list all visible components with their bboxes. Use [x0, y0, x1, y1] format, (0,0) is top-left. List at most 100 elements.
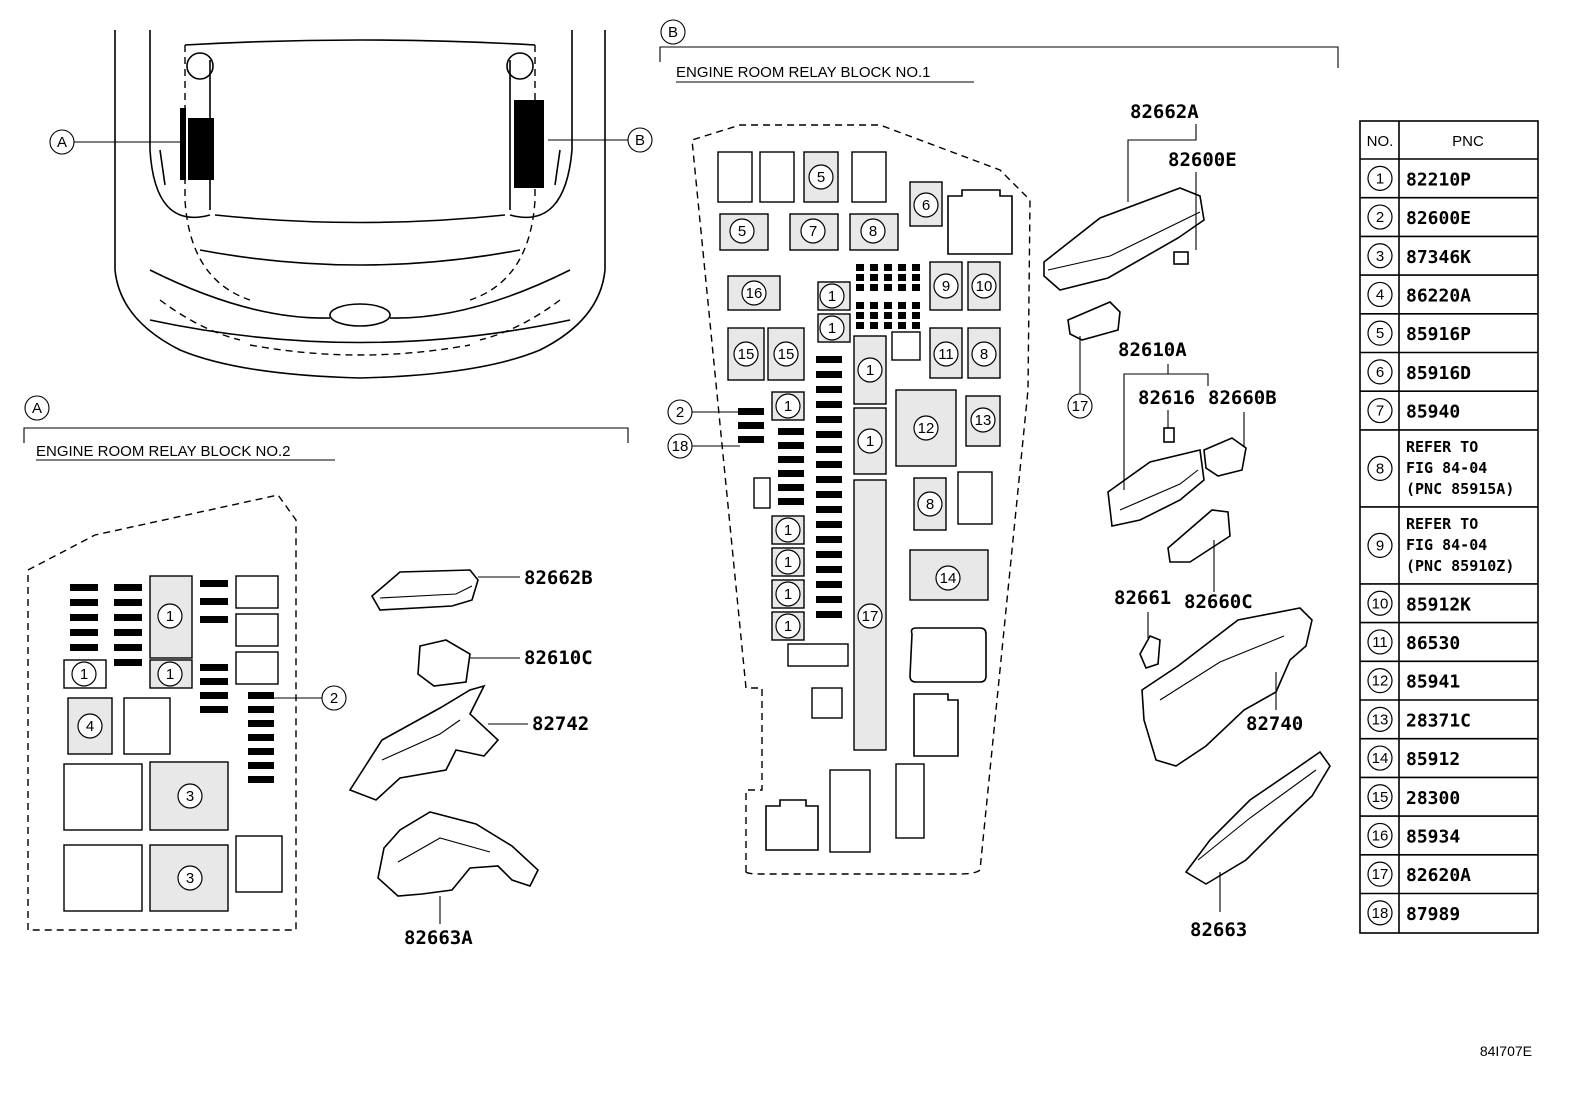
table-header-pnc: PNC [1452, 133, 1484, 150]
position-number: 5 [738, 223, 746, 240]
label-82662b: 82662B [524, 567, 593, 589]
blade-fuse [898, 264, 906, 271]
position-circle [860, 218, 886, 244]
row-number-circle [1367, 281, 1393, 308]
position-circle [819, 315, 845, 341]
position-circle [971, 341, 997, 367]
blade-fuse [912, 264, 920, 271]
row-pnc-line: REFER TO [1406, 438, 1478, 456]
position-number: 15 [778, 346, 795, 363]
position-number: 1 [166, 608, 174, 625]
blade-fuse [912, 274, 920, 281]
blade-fuse [200, 580, 228, 587]
row-number: 13 [1372, 711, 1389, 728]
position-circle [773, 341, 799, 367]
view-b-parts: 17 [1043, 124, 1331, 912]
label-82660c: 82660C [1184, 591, 1253, 613]
row-pnc: 85940 [1406, 402, 1460, 423]
row-pnc: 85916P [1406, 324, 1471, 345]
blade-fuse [898, 302, 906, 309]
blade-fuse [248, 706, 274, 713]
blade-fuse [816, 596, 842, 603]
position-number: 16 [746, 285, 763, 302]
position-number: 13 [975, 412, 992, 429]
position-circle [857, 357, 883, 383]
svg-text:18: 18 [672, 438, 689, 455]
position-number: 1 [784, 618, 792, 635]
blade-fuse [816, 461, 842, 468]
blade-fuse [870, 322, 878, 329]
blade-fuse [114, 659, 142, 666]
label-82740: 82740 [1246, 713, 1303, 735]
blade-fuses [70, 264, 920, 783]
position-circle [933, 341, 959, 367]
position-number: 1 [828, 320, 836, 337]
blade-fuse [870, 264, 878, 271]
row-number-circle [1367, 204, 1393, 230]
blade-fuse [738, 408, 764, 415]
blade-fuse [738, 436, 764, 443]
row-pnc-line: FIG 84-04 [1406, 459, 1487, 477]
label-82616: 82616 [1138, 387, 1195, 409]
blade-fuse [898, 284, 906, 291]
position-circle [775, 613, 801, 639]
blade-fuse [778, 498, 804, 505]
blade-fuse [248, 720, 274, 727]
row-number-circle [1367, 455, 1393, 481]
position-number: 8 [926, 496, 934, 513]
label-82661: 82661 [1114, 587, 1171, 609]
position-circle [729, 218, 755, 244]
row-number: 12 [1372, 673, 1389, 690]
row-number: 15 [1372, 789, 1389, 806]
blade-fuse [738, 422, 764, 429]
label-82600e: 82600E [1168, 149, 1237, 171]
row-number: 9 [1376, 537, 1384, 554]
position-circle [857, 603, 883, 629]
position-circle [819, 283, 845, 309]
position-circle [913, 415, 939, 441]
blade-fuse [816, 431, 842, 438]
row-pnc-line: (PNC 85915A) [1406, 480, 1514, 498]
blade-fuse [870, 302, 878, 309]
blade-fuse [884, 302, 892, 309]
position-circle [77, 713, 103, 739]
position-circle [933, 273, 959, 299]
row-number-circle [1367, 668, 1393, 694]
blade-fuse [912, 284, 920, 291]
row-pnc: 85941 [1406, 672, 1460, 693]
row-number: 17 [1372, 866, 1389, 883]
row-number-circle [1367, 359, 1393, 385]
blade-fuse [816, 356, 842, 363]
position-circle [857, 428, 883, 454]
row-number: 4 [1376, 286, 1384, 303]
blade-fuse [248, 776, 274, 783]
blade-fuse [200, 616, 228, 623]
position-number: 3 [186, 870, 194, 887]
row-pnc: 85934 [1406, 826, 1460, 847]
row-pnc: 85912K [1406, 594, 1471, 615]
blade-fuse [200, 664, 228, 671]
label-82663: 82663 [1190, 919, 1247, 941]
blade-fuse [856, 302, 864, 309]
position-circle [800, 218, 826, 244]
blade-fuse [816, 476, 842, 483]
position-number: 1 [80, 666, 88, 683]
position-number: 3 [186, 788, 194, 805]
blade-fuse [816, 401, 842, 408]
blade-fuse [248, 762, 274, 769]
blade-fuse [114, 584, 142, 591]
blade-fuse [248, 734, 274, 741]
row-number-circle [1367, 861, 1393, 887]
position-circle [177, 783, 203, 809]
blade-fuse [884, 274, 892, 281]
row-pnc: 86220A [1406, 285, 1471, 306]
blade-fuse [912, 302, 920, 309]
blade-fuse [898, 274, 906, 281]
position-circle [733, 341, 759, 367]
position-number: 1 [866, 433, 874, 450]
